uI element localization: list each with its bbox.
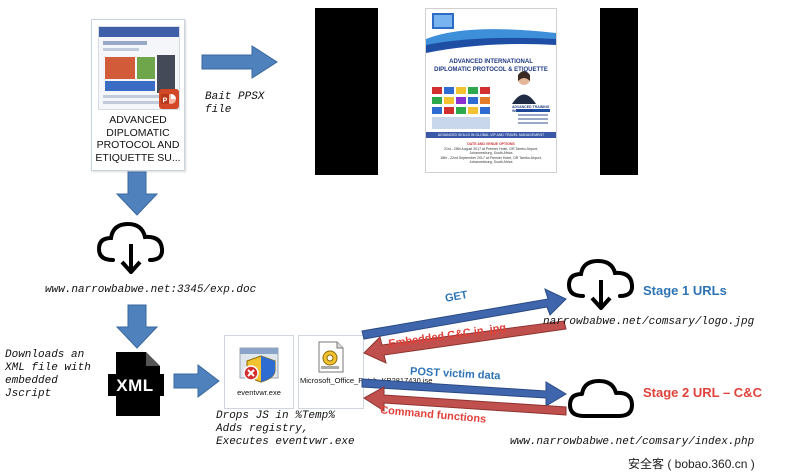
right-arrow-xml: [173, 363, 220, 399]
doc-banner-text: ADVANCED SKILLS IN GLOBAL VIP AND TRAVEL…: [437, 133, 545, 137]
bait-arrow: [201, 45, 278, 79]
jse-script-name: Microsoft_Office_Patch_KB2817430.jse: [300, 376, 432, 385]
down-arrow-1: [115, 171, 159, 216]
embedded-cc-arrow: [363, 320, 567, 364]
eventvwr-exe-file: eventvwr.exe: [224, 335, 294, 409]
right-black-panel: [600, 8, 638, 175]
command-arrow: [363, 386, 567, 416]
svg-text:P: P: [163, 98, 168, 105]
xml-file-icon: [108, 352, 164, 416]
doc-title: ADVANCED INTERNATIONAL DIPLOMATIC PROTOC…: [434, 59, 548, 73]
doc-banner-bar: [426, 132, 556, 138]
document-art: [426, 9, 556, 129]
stage1-title: Stage 1 URLs: [643, 283, 727, 298]
drop-label: Drops JS in %Temp% Adds registry, Execut…: [216, 410, 355, 448]
doc-venue-text: DATE AND VENUE OPTIONS 21st - 25th Augus…: [436, 142, 546, 165]
eventvwr-exe-name: eventvwr.exe: [237, 388, 281, 397]
bait-thumbnail: [98, 26, 180, 110]
post-arrow: [361, 378, 567, 407]
stage1-url: narrowbabwe.net/comsary/logo.jpg: [543, 316, 755, 328]
powerpoint-icon: P: [158, 88, 180, 110]
bait-ppsx-file: P ADVANCED DIPLOMATIC PROTOCOL AND ETIQU…: [91, 19, 185, 171]
cloud-download-icon: [96, 221, 165, 274]
communication-arrows: [361, 288, 567, 416]
doc-venue-line2: 18th - 22nd September 2017 at Premier Ho…: [440, 155, 542, 165]
bait-thumbnail-art: [99, 27, 179, 104]
xml-text: XML: [116, 376, 154, 395]
jse-script-icon: [318, 341, 344, 373]
download-url: www.narrowbabwe.net:3345/exp.doc: [45, 284, 257, 296]
stage1-cloud-icon: [566, 258, 635, 310]
cloud-icon: [568, 379, 634, 418]
bait-arrow-label: Bait PPSX file: [205, 91, 265, 116]
doc-venue-line1: 21st - 25th August 2017 at Premier Hotel…: [444, 146, 538, 156]
eventvwr-exe-icon: [239, 347, 279, 383]
watermark: 安全客 ( bobao.360.cn ): [628, 457, 755, 471]
down-arrow-2: [115, 304, 159, 349]
stage2-title: Stage 2 URL – C&C: [643, 385, 762, 400]
doc-venue-heading: DATE AND VENUE OPTIONS: [467, 142, 515, 146]
jse-script-file: Microsoft_Office_Patch_KB2817430.jse: [298, 335, 432, 409]
left-black-panel: [315, 8, 378, 175]
stage2-url: www.narrowbabwe.net/comsary/index.php: [510, 436, 755, 448]
document-preview: ACAE ADVANCED INTERNATIONAL DIPLOMATIC P…: [425, 8, 557, 173]
doc-logo-text: ACAE: [458, 15, 481, 24]
doc-side-label: ADVANCED TRAINING WORKSHOP: [512, 105, 550, 113]
bait-title: ADVANCED DIPLOMATIC PROTOCOL AND ETIQUET…: [95, 114, 181, 164]
download-label: Downloads an XML file with embedded Jscr…: [5, 349, 91, 400]
get-arrow: [361, 288, 567, 340]
